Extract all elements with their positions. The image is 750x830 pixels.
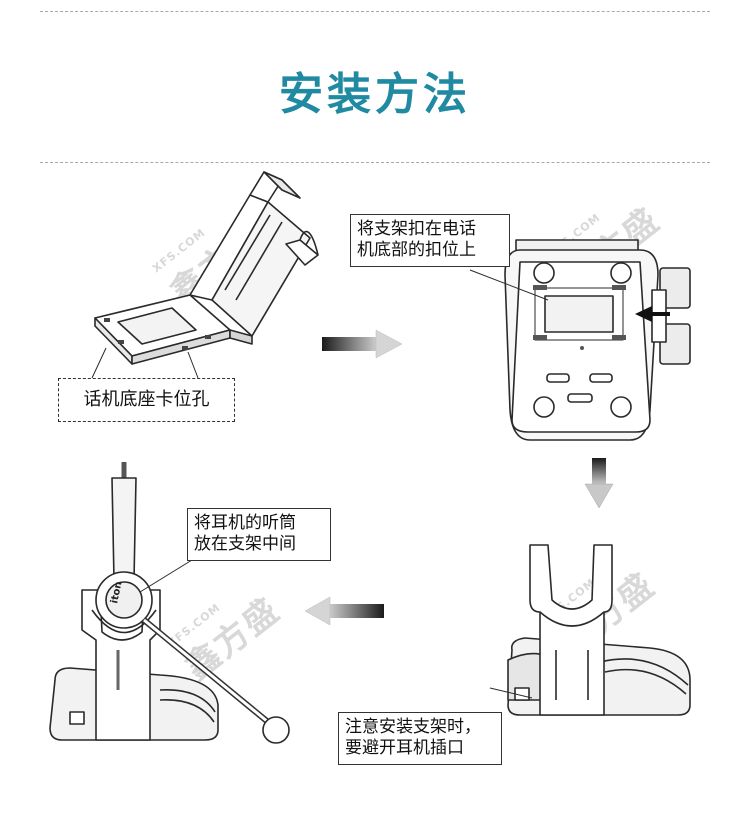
- arrow-down: [584, 458, 614, 509]
- phone-with-headset-drawing: [49, 462, 290, 744]
- bracket-drawing: [91, 171, 319, 379]
- label-avoid-jack: 注意安装支架时， 要避开耳机插口: [338, 712, 502, 765]
- top-divider: [40, 11, 710, 12]
- label-place-headset: 将耳机的听筒 放在支架中间: [187, 508, 331, 561]
- headset-brand: iton: [109, 581, 124, 605]
- label-bracket-holes: 话机底座卡位孔: [58, 378, 235, 422]
- label-attach-bracket: 将支架扣在电话 机底部的扣位上: [350, 214, 510, 267]
- insert-arrow: [635, 306, 670, 322]
- page-title: 安装方法: [279, 69, 471, 120]
- arrow-left: [304, 596, 384, 626]
- title-divider: [40, 162, 710, 163]
- arrow-right: [322, 329, 403, 359]
- phone-bottom-drawing: [504, 239, 691, 441]
- phone-with-bracket-drawing: [507, 544, 691, 716]
